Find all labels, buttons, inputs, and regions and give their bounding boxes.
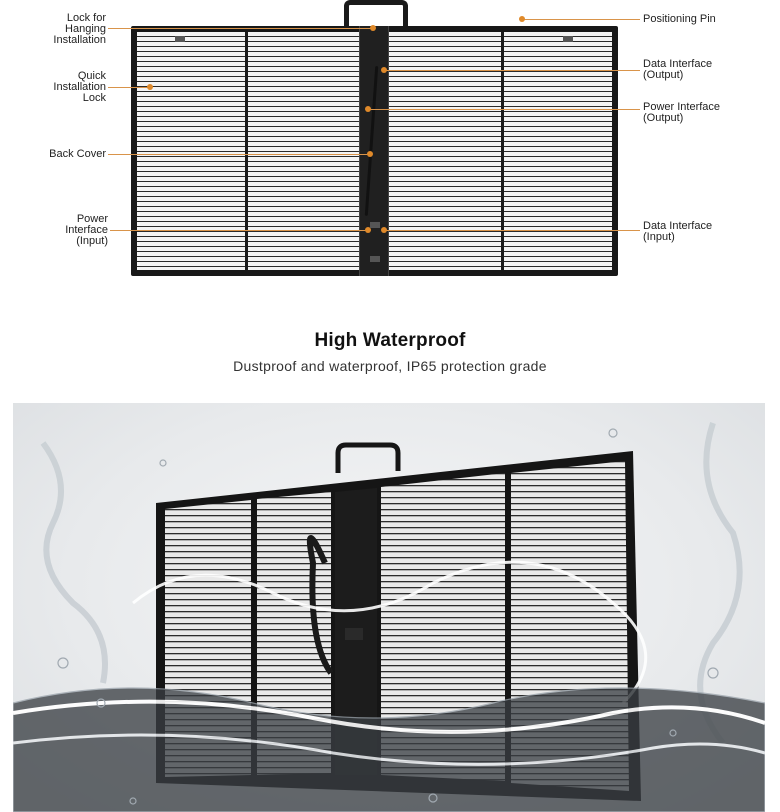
label-power-output: Power Interface (Output) [643,101,721,124]
label-quick-lock: Quick Installation Lock [53,70,106,104]
dot-icon [381,227,387,233]
waterproof-photo [13,403,765,812]
cabinet-right [389,32,612,270]
dot-icon [367,151,373,157]
product-diagram: Lock for Hanging Installation Quick Inst… [0,0,780,300]
back-cover-spine [359,26,389,276]
led-panel-back [131,26,618,276]
carry-handle [344,0,408,28]
label-back-cover: Back Cover [49,148,106,160]
label-power-input: Power Interface (Input) [65,213,108,247]
label-data-output: Data Interface (Output) [643,58,713,81]
label-data-input: Data Interface (Input) [643,220,713,243]
feature-title: High Waterproof [314,330,466,351]
water-splash-illustration [13,422,765,812]
dot-icon [147,84,153,90]
feature-heading: High Waterproof Dustproof and waterproof… [0,330,780,374]
dot-icon [370,25,376,31]
dot-icon [365,227,371,233]
feature-subtitle: Dustproof and waterproof, IP65 protectio… [233,358,547,374]
water-splash-icon [13,422,765,812]
dot-icon [519,16,525,22]
dot-icon [381,67,387,73]
label-lock-hanging: Lock for Hanging Installation [53,12,106,46]
label-positioning-pin: Positioning Pin [643,13,716,25]
dot-icon [365,106,371,112]
cabinet-left [137,32,359,270]
